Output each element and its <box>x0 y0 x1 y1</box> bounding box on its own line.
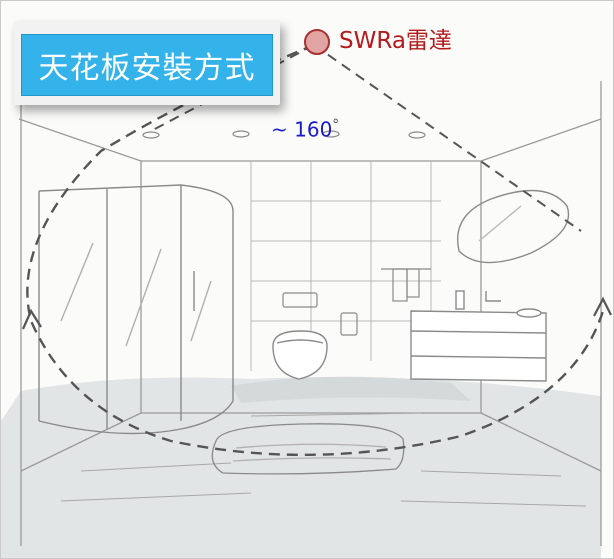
title-panel: 天花板安裝方式 <box>21 34 273 96</box>
sensor-label: SWRa雷達 <box>339 28 452 54</box>
arrow-head-right <box>593 296 612 317</box>
radar-sensor-icon <box>304 29 330 55</box>
toilet <box>272 330 328 380</box>
floor-shadow <box>1 376 601 558</box>
coverage-angle-label: ~ 160° <box>271 117 339 142</box>
diagram-title: 天花板安裝方式 <box>38 51 256 86</box>
coverage-angle-value: ~ 160 <box>271 117 333 142</box>
flush-plate <box>282 292 358 336</box>
wall-tiles <box>250 161 441 371</box>
shower-enclosure <box>38 184 234 435</box>
bath-mat <box>211 423 405 475</box>
arrow-head-left <box>21 308 42 330</box>
degree-mark: ° <box>332 117 340 133</box>
title-card: 天花板安裝方式 <box>14 21 280 105</box>
floor-lines <box>60 412 587 507</box>
vanity <box>410 290 547 382</box>
ceiling-lights <box>142 130 426 139</box>
mirror <box>457 189 570 264</box>
towel-rack <box>381 268 431 302</box>
